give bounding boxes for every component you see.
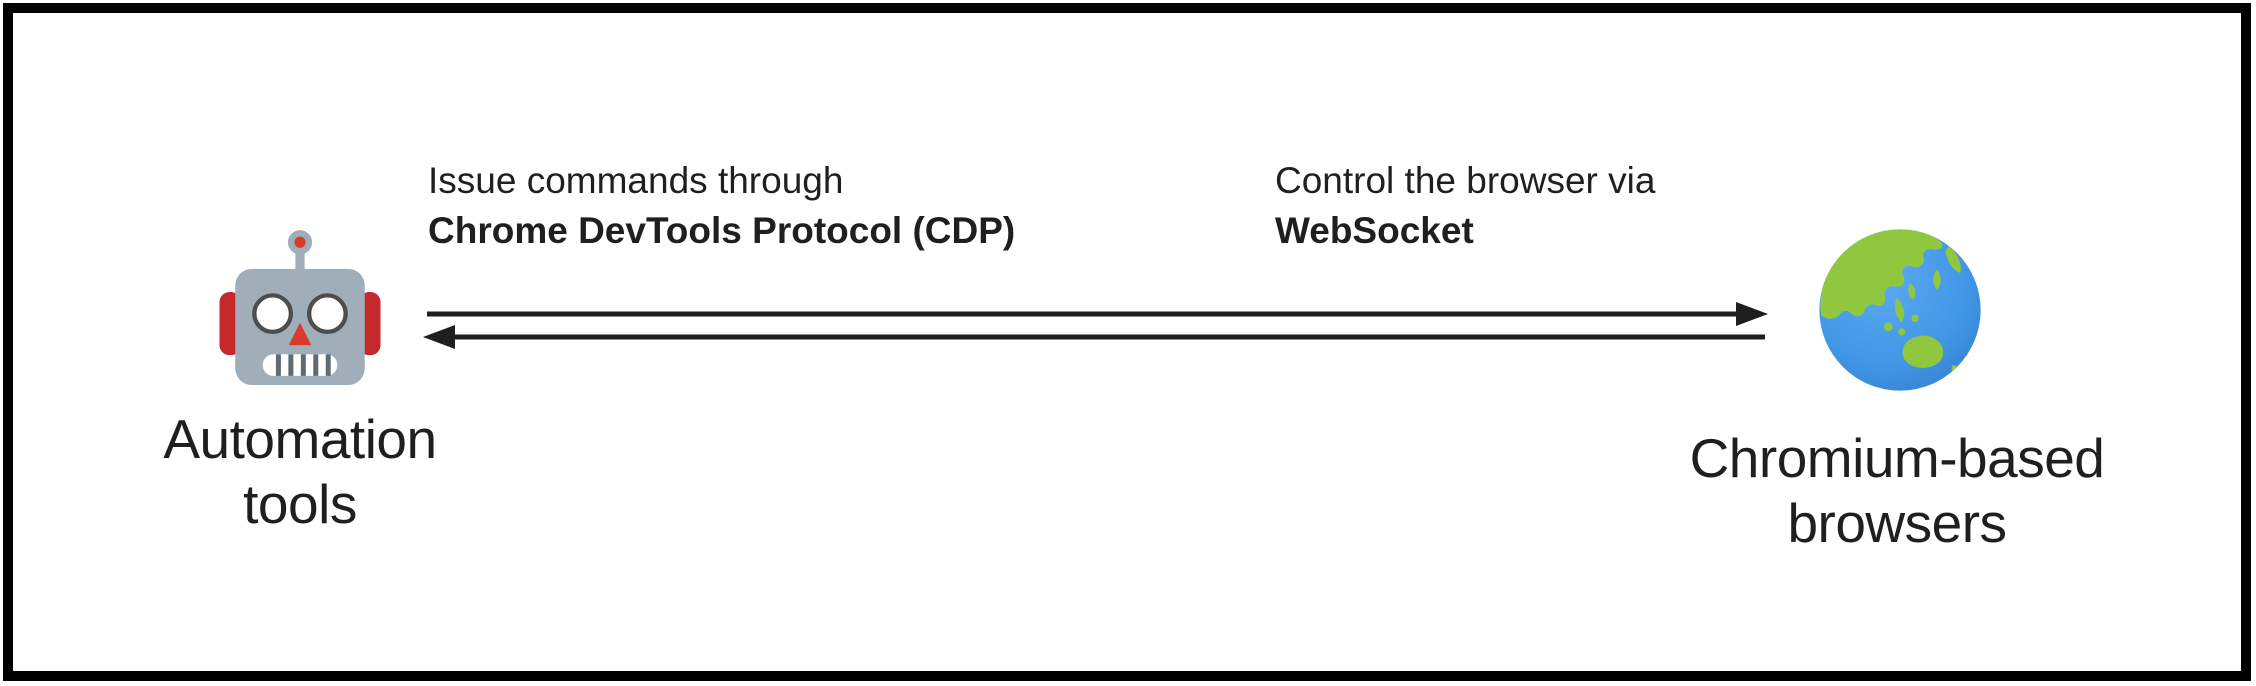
- automation-tools-label: Automation tools: [100, 407, 500, 537]
- websocket-arrow-label: Control the browser via WebSocket: [1275, 156, 1655, 256]
- cdp-label-line2: Chrome DevTools Protocol (CDP): [428, 210, 1016, 251]
- websocket-label-line1: Control the browser via: [1275, 160, 1656, 201]
- chromium-browsers-label: Chromium-based browsers: [1637, 426, 2157, 556]
- chromium-browsers-label-line2: browsers: [1787, 492, 2007, 554]
- cdp-label-line1: Issue commands through: [428, 160, 844, 201]
- cdp-arrow-label: Issue commands through Chrome DevTools P…: [428, 156, 1015, 256]
- globe-asia-australia-icon: [1816, 226, 1984, 394]
- websocket-label-line2: WebSocket: [1275, 210, 1474, 251]
- automation-tools-label-line1: Automation: [163, 408, 437, 470]
- automation-tools-label-line2: tools: [243, 473, 357, 535]
- robot-icon: [217, 224, 383, 390]
- arrow-right: [427, 302, 1768, 326]
- arrow-left: [423, 325, 1765, 349]
- chromium-browsers-label-line1: Chromium-based: [1689, 427, 2105, 489]
